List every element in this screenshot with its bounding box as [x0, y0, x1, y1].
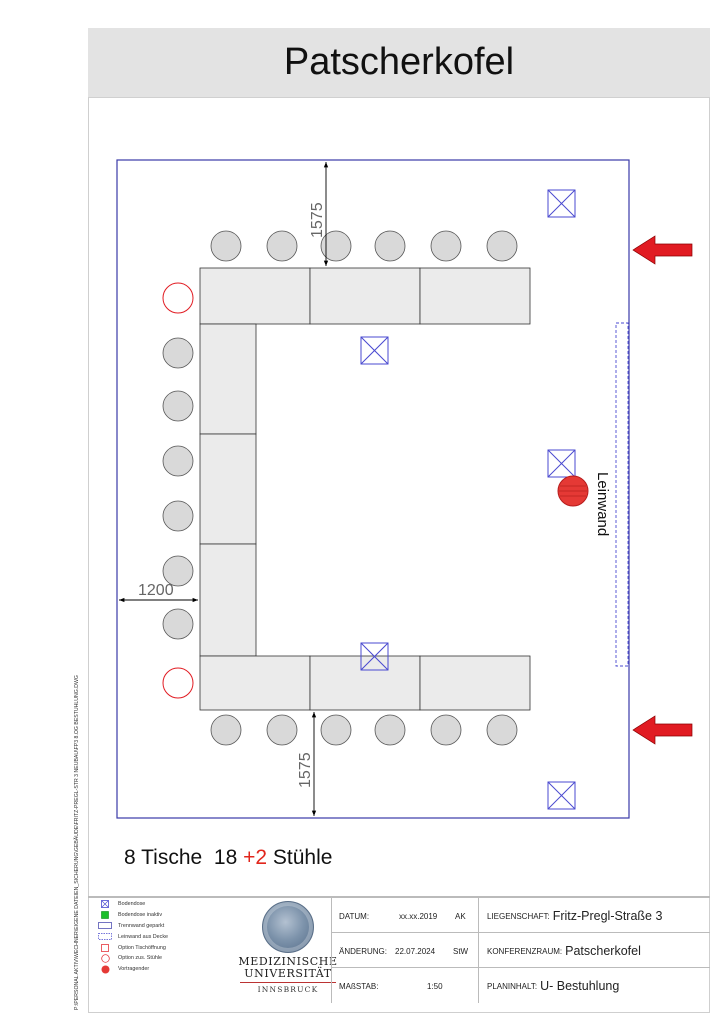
- chairs-count: 18: [213, 846, 238, 869]
- aenderung-label: ÄNDERUNG:: [339, 946, 388, 956]
- chair: [430, 714, 462, 746]
- floor-box-icon: [547, 449, 576, 478]
- entrance-arrow-icon: [632, 715, 693, 745]
- chairs: [162, 230, 518, 746]
- university-logo: MEDIZINISCHE UNIVERSITÄT INNSBRUCK: [228, 901, 348, 1001]
- partition-wall-icon: [98, 922, 112, 930]
- planinhalt: PLANINHALT:U- Bestuhlung: [487, 979, 620, 993]
- tables-count: 8 Tische: [124, 846, 203, 869]
- optional-chair: [162, 667, 194, 699]
- chair: [162, 555, 194, 587]
- aenderung-initials: StW: [453, 946, 469, 956]
- chair: [162, 445, 194, 477]
- aenderung-value: 22.07.2024: [395, 946, 436, 956]
- projection-screen: [615, 322, 629, 667]
- floor-box-icon: [360, 336, 389, 365]
- table-option-icon: [98, 943, 112, 952]
- chair: [486, 230, 518, 262]
- legend-item: Option Tischöffnung: [98, 942, 248, 953]
- legend-item: Bodendose inaktiv: [98, 910, 248, 921]
- legend-item: Leinwand aus Decke: [98, 931, 248, 942]
- table: [419, 267, 531, 325]
- screen-label: Leinwand: [594, 472, 611, 536]
- info-table: DATUM: xx.xx.2019 AK ÄNDERUNG: 22.07.202…: [331, 897, 710, 1003]
- chair: [374, 230, 406, 262]
- liegenschaft: LIEGENSCHAFT:Fritz-Pregl-Straße 3: [487, 909, 663, 923]
- table: [199, 267, 311, 325]
- table: [419, 655, 531, 711]
- seal-icon: [262, 901, 314, 953]
- dimension-label-top: 1575: [309, 202, 326, 238]
- floor-box-inactive-icon: [98, 911, 112, 919]
- title-block: Bodendose Bodendose inaktiv Trennwand ge…: [88, 896, 710, 1003]
- floor-box-icon: [360, 642, 389, 671]
- datum-label: DATUM:: [339, 911, 370, 921]
- legend-item: Trennwand geparkt: [98, 921, 248, 932]
- chair: [162, 390, 194, 422]
- tables: [199, 267, 531, 711]
- table: [199, 323, 257, 435]
- ceiling-screen-icon: [98, 933, 112, 941]
- chair: [162, 608, 194, 640]
- chair: [266, 714, 298, 746]
- table: [309, 267, 421, 325]
- chair: [430, 230, 462, 262]
- legend-item: Option zus. Stühle: [98, 953, 248, 964]
- chair: [374, 714, 406, 746]
- table: [199, 655, 311, 711]
- table: [199, 433, 257, 545]
- dimension-label-bottom: 1575: [297, 752, 314, 788]
- datum-value: xx.xx.2019: [399, 911, 438, 921]
- chair: [210, 714, 242, 746]
- entrance-arrow-icon: [632, 235, 693, 265]
- seating-summary: 8 Tische 18 +2 Stühle: [124, 846, 332, 870]
- legend: Bodendose Bodendose inaktiv Trennwand ge…: [98, 899, 248, 975]
- massstab-label: MAßSTAB:: [339, 981, 379, 991]
- chair: [320, 714, 352, 746]
- chair: [210, 230, 242, 262]
- speaker-icon: [98, 965, 112, 974]
- chair: [266, 230, 298, 262]
- chairs-label: Stühle: [272, 846, 333, 869]
- page-title: Patscherkofel: [88, 28, 710, 98]
- extra-chair-icon: [98, 954, 112, 963]
- table: [199, 543, 257, 657]
- konferenzraum: KONFERENZRAUM:Patscherkofel: [487, 944, 641, 958]
- massstab-value: 1:50: [427, 981, 443, 991]
- room-wall: [116, 159, 630, 819]
- floor-box-icon: [547, 781, 576, 810]
- chair: [320, 230, 352, 262]
- floor-box-icon: [98, 900, 112, 909]
- legend-item: Vortragender: [98, 964, 248, 975]
- chair: [162, 337, 194, 369]
- legend-item: Bodendose: [98, 899, 248, 910]
- chair: [162, 500, 194, 532]
- table: [309, 655, 421, 711]
- floor-box-icon: [547, 189, 576, 218]
- floor-boxes: [360, 189, 576, 810]
- chair: [486, 714, 518, 746]
- dimension-label-left: 1200: [138, 582, 174, 599]
- datum-initials: AK: [455, 911, 466, 921]
- optional-chair: [162, 282, 194, 314]
- extra-chairs-count: +2: [243, 846, 268, 869]
